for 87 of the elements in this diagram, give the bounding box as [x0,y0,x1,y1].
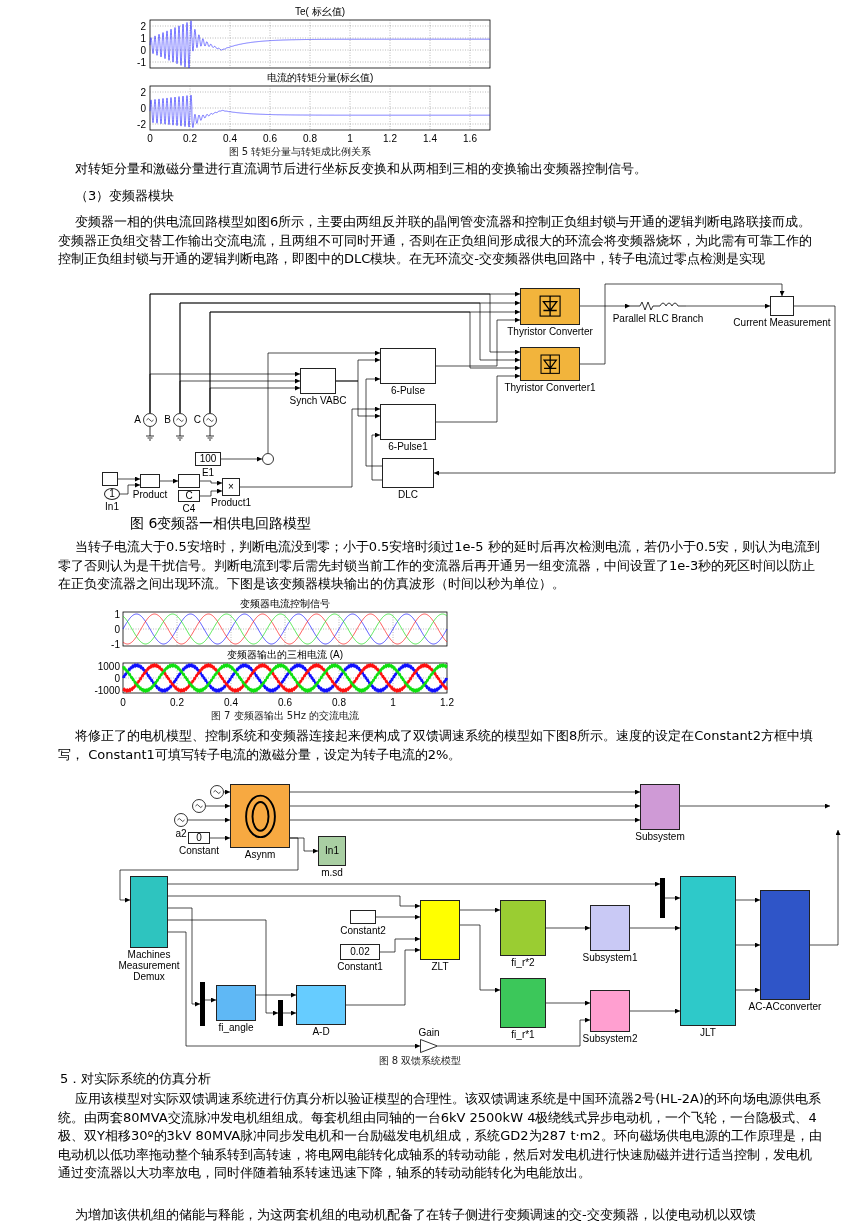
block-label: In1 [105,501,119,512]
block-label: Asynm [244,849,276,860]
figure-caption: 图 8 双馈系统模型 [378,1055,462,1067]
block-label: ZLT [431,961,449,972]
axis-tick-label: -1 [137,56,146,68]
block-label: Thyristor Converter [507,326,593,337]
block-label: E1 [201,467,215,478]
paragraph: 将修正了的电机模型、控制系统和变频器连接起来便构成了双馈调速系统的模型如下图8所示。速度的设定在Constant2方框中填写， Constant1可填写转子电流的激磁分量，设定为转子电流的2%。 [58,727,814,764]
axis-tick-label: 1.2 [383,132,397,144]
axis-tick-label: 0 [120,696,126,708]
block-label: Current Measurement [733,317,831,328]
block-label: 6-Pulse [391,385,425,396]
block-label: Subsystem1 [582,952,638,963]
axis-tick-label: 1 [390,696,396,708]
axis-tick-label: 0.6 [263,132,277,144]
signal-arrow [223,789,231,795]
paragraph: 应用该模型对实际双馈调速系统进行仿真分析以验证模型的合理性。该双馈调速系统是中国环流器2号(HL-2A)的环向场电源供电系统。由两套80MVA交流脉冲发电机组组成。每套机组由同轴的一台6kV 2500kW 4极绕线式异步电动机，一个飞轮，一台隐极式、4极、双Y相移30º的3kV 80MVA脉冲同步发电机和一台励磁发电机组成，系统GD2为287 t·m2。环向磁场供电电源的工作原理是，由电动机以低功率拖动整个轴系转到高转速，将电网电能转化成轴系的转动动能，然后对发电机进行快速励磁并进行适当控制，发电机通过变流器以大功率放电，同时伴随着轴系转速迅速下降，轴系的转动动能转化为电能放出。 [58,1090,823,1182]
block-label: fi_r*1 [511,1029,535,1040]
block-label: DLC [398,489,418,500]
block-label: C4 [182,503,196,514]
block-value: 1 [109,489,115,499]
block-label: Constant [179,845,219,856]
block-value: 0.02 [350,947,370,957]
port-label: A [134,414,141,425]
block-label: Subsystem [635,831,685,842]
paragraph: 为增加该供机组的储能与释能，为这两套机组的电动机配备了在转子侧进行变频调速的交-交变频器，以使电动机以双馈 [74,1206,757,1224]
axis-tick-label: 0.4 [224,696,238,708]
axis-tick-label: 1000 [97,660,120,672]
axis-tick-label: -1 [111,638,120,650]
block-label: fi_angle [218,1022,254,1033]
chart-title: Te( 标幺值) [295,6,345,18]
figure-caption: 图 6变频器一相供电回路模型 [130,514,312,532]
block-label: JLT [700,1027,716,1038]
block-label: Machines Measurement Demux [117,949,181,982]
block-value: 100 [199,454,217,464]
axis-tick-label: 0 [114,623,120,635]
block-label: A-D [312,1026,330,1037]
block-value: In1 [325,846,339,856]
axis-tick-label: 0 [140,44,146,56]
axis-tick-label: 0.2 [183,132,197,144]
block-value: C [185,491,193,501]
axis-tick-label: 0 [114,672,120,684]
axis-tick-label: -2 [137,118,146,130]
axis-tick-label: 1.2 [440,696,454,708]
block-label: Product1 [211,497,251,508]
paragraph: 变频器一相的供电流回路模型如图6所示，主要由两组反并联的晶闸管变流器和控制正负组封锁与开通的逻辑判断电路联接而成。变频器正负组交替工作输出交流电流，且两组不可同时开通，否则在正负组间形成很大的环流会将变频器烧坏，为此需有可靠工作的控制正负组封锁与开通的逻辑判断电路，即图中的DLC模块。在无环流交-交变频器供电回路中，转子电流过零点检测是实现 [58,213,813,268]
figure-caption: 图 7 变频器输出 5Hz 的交流电流 [210,710,360,722]
section-heading: 5．对实际系统的仿真分析 [60,1070,212,1088]
block-label: 6-Pulse1 [388,441,428,452]
axis-tick-label: 1 [140,32,146,44]
axis-tick-label: 0.4 [223,132,237,144]
axis-tick-label: -1000 [94,684,120,696]
axis-tick-label: 1.6 [463,132,477,144]
axis-tick-label: 0.8 [332,696,346,708]
chart-title: 变频器电流控制信号 [240,598,330,610]
block-label: AC-ACconverter [748,1001,822,1012]
block-label: Constant2 [340,925,386,936]
port-label: B [164,414,171,425]
block-label: Product [132,489,168,500]
block-label: Thyristor Converter1 [504,382,596,393]
paragraph: 对转矩分量和激磁分量进行直流调节后进行坐标反变换和从两相到三相的变换输出变频器控制信号。 [74,160,648,178]
axis-tick-label: 2 [140,86,146,98]
port-label: a2 [175,828,187,839]
port-label: C [193,414,201,425]
block-label: Parallel RLC Branch [612,313,704,324]
axis-tick-label: 1 [347,132,353,144]
block-label: m.sd [321,867,343,878]
block-label: Synch VABC [289,395,347,406]
paragraph: （3）变频器模块 [74,187,176,205]
axis-tick-label: 0 [140,102,146,114]
figure-caption: 图 5 转矩分量与转矩成比例关系 [228,146,372,158]
block-value: 0 [196,833,202,843]
block-label: fi_r*2 [511,957,535,968]
block-label: Constant1 [337,961,383,972]
axis-tick-label: 1 [114,608,120,620]
block-label: Gain [418,1027,440,1038]
chart-title: 电流的转矩分量(标幺值) [266,72,374,84]
paragraph: 当转子电流大于0.5安培时，判断电流没到零；小于0.5安培时须过1e-5 秒的延时后再次检测电流，若仍小于0.5安，则认为电流到零了否则认为是干扰信号。判断电流到零后需先封锁当前工作的变流器后再开通另一组变流器，中间设置了1e-3秒的死区时间以防止在正负变流器之间出现环流。下图是该变频器模块输出的仿真波形（时间以秒为单位）。 [58,538,822,593]
axis-tick-label: 0 [147,132,153,144]
axis-tick-label: 2 [140,20,146,32]
block-value: × [228,482,234,492]
axis-tick-label: 1.4 [423,132,437,144]
axis-tick-label: 0.2 [170,696,184,708]
axis-tick-label: 0.8 [303,132,317,144]
chart-title: 变频器输出的三相电流 (A) [226,649,344,661]
block-label: Subsystem2 [582,1033,638,1044]
axis-tick-label: 0.6 [278,696,292,708]
